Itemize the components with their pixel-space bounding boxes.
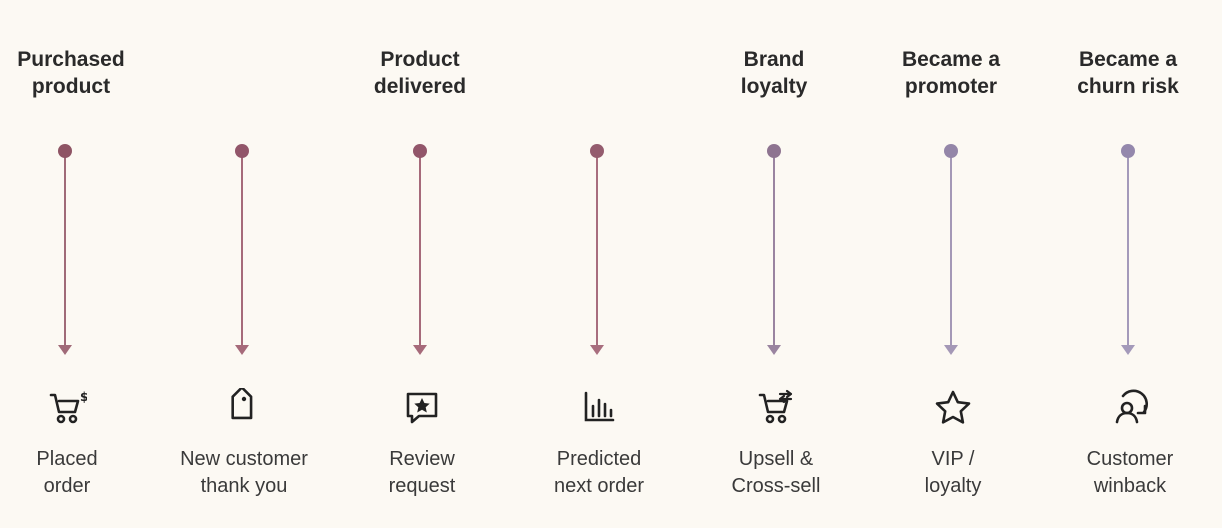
timeline-arrow-head bbox=[58, 345, 72, 355]
svg-text:$: $ bbox=[80, 390, 87, 404]
milestone-action-label: Customer winback bbox=[1086, 448, 1174, 497]
timeline-node bbox=[767, 144, 781, 158]
timeline-node bbox=[944, 144, 958, 158]
timeline-node bbox=[235, 144, 249, 158]
tag-icon bbox=[224, 388, 264, 428]
timeline-arrow-head bbox=[1121, 345, 1135, 355]
timeline-arrow-head bbox=[413, 345, 427, 355]
milestone-event-label: Brand loyalty bbox=[740, 48, 808, 98]
milestone-action-label: VIP / loyalty bbox=[924, 448, 982, 497]
shopping-cart-dollar-icon: $ bbox=[47, 388, 87, 428]
bar-chart-icon bbox=[579, 388, 619, 428]
milestone-action-label: Placed order bbox=[36, 448, 98, 497]
timeline-arrow-head bbox=[944, 345, 958, 355]
milestone-action-label: Predicted next order bbox=[553, 448, 645, 497]
milestone-action-label: Upsell & Cross-sell bbox=[731, 448, 821, 497]
milestone-event-label: Product delivered bbox=[373, 48, 467, 98]
timeline-node bbox=[58, 144, 72, 158]
user-refresh-icon bbox=[1110, 388, 1150, 428]
milestone-event-label: Became a promoter bbox=[901, 48, 1001, 98]
milestone-action-label: New customer thank you bbox=[180, 448, 308, 497]
timeline-node bbox=[590, 144, 604, 158]
timeline-node bbox=[413, 144, 427, 158]
timeline-arrow-head bbox=[590, 345, 604, 355]
timeline-node bbox=[1121, 144, 1135, 158]
star-icon bbox=[933, 388, 973, 428]
timeline-arrow-head bbox=[235, 345, 249, 355]
star-message-icon bbox=[402, 388, 442, 428]
milestone-event-label: Purchased product bbox=[17, 48, 125, 98]
milestone-event-label: Became a churn risk bbox=[1077, 48, 1179, 98]
milestone-action-label: Review request bbox=[388, 448, 456, 497]
timeline-arrow-head bbox=[767, 345, 781, 355]
cart-arrows-icon bbox=[756, 388, 796, 428]
